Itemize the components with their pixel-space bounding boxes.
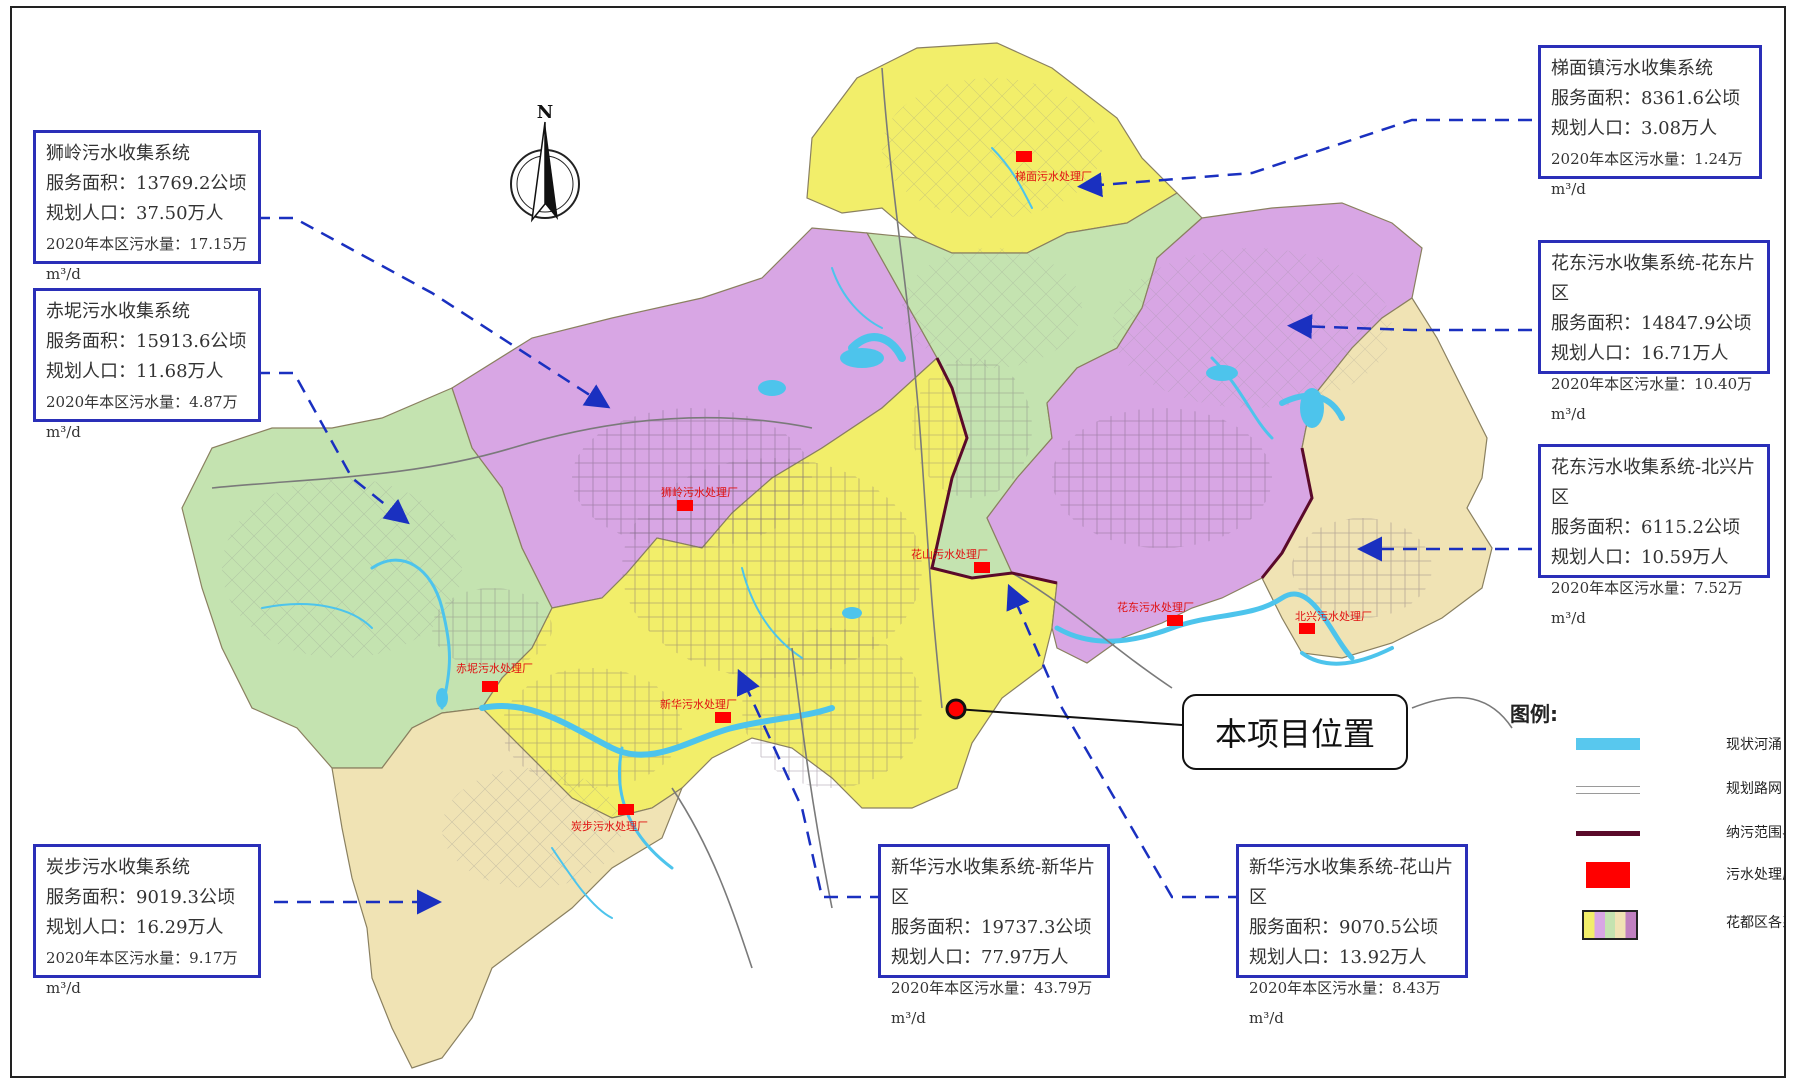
- project-location-callout: 本项目位置: [1182, 694, 1408, 770]
- lakes: [436, 348, 1324, 708]
- plant-marker-xinhua[interactable]: [715, 712, 731, 723]
- system-sewage: 2020年本区污水量：1.24万m³/d: [1551, 150, 1743, 198]
- info-box-tanbu[interactable]: 炭步污水收集系统 服务面积：9019.3公顷 规划人口：16.29万人 2020…: [33, 844, 261, 997]
- compass-north-label: N: [537, 102, 553, 123]
- system-sewage: 2020年本区污水量：10.40万m³/d: [1551, 375, 1753, 423]
- boundary-swatch: [1576, 831, 1640, 836]
- map-frame: N 狮岭污水收集系统 服务面积：13769.2公顷 规划人口：37.50万人 2…: [10, 6, 1786, 1078]
- system-area: 服务面积：9070.5公顷: [1249, 917, 1438, 938]
- system-title: 赤坭污水收集系统: [46, 301, 190, 322]
- info-box-chini[interactable]: 赤坭污水收集系统 服务面积：15913.6公顷 规划人口：11.68万人 202…: [33, 288, 261, 441]
- info-box-huadong[interactable]: 花东污水收集系统-花东片区 服务面积：14847.9公顷 规划人口：16.71万…: [1538, 240, 1770, 423]
- system-title: 新华污水收集系统-花山片区: [1249, 857, 1454, 908]
- catchment-boundary: [930, 357, 1314, 585]
- plant-label-tanbu: 炭步污水处理厂: [571, 820, 648, 833]
- road-swatch: [1576, 786, 1640, 794]
- system-sewage: 2020年本区污水量：4.87万m³/d: [46, 393, 238, 441]
- legend-label: 花都区各系统纳污范围: [1726, 915, 1784, 931]
- plant-marker-chini[interactable]: [482, 681, 498, 692]
- legend-label: 污水处理厂: [1726, 867, 1784, 883]
- info-box-huashan[interactable]: 新华污水收集系统-花山片区 服务面积：9070.5公顷 规划人口：13.92万人…: [1236, 844, 1468, 1027]
- leader-shiling: [256, 216, 611, 409]
- legend-item-catchment: 花都区各系统纳污范围: [1576, 904, 1784, 944]
- info-box-xinhua[interactable]: 新华污水收集系统-新华片区 服务面积：19737.3公顷 规划人口：77.97万…: [878, 844, 1110, 1027]
- plant-label-xinhua: 新华污水处理厂: [660, 698, 737, 711]
- leader-chini: [256, 371, 410, 525]
- system-sewage: 2020年本区污水量：43.79万m³/d: [891, 979, 1093, 1027]
- system-sewage: 2020年本区污水量：17.15万m³/d: [46, 235, 248, 283]
- major-roads: [211, 67, 1513, 969]
- system-population: 规划人口：11.68万人: [46, 361, 224, 382]
- plant-marker-tanbu[interactable]: [618, 804, 634, 815]
- system-area: 服务面积：9019.3公顷: [46, 887, 235, 908]
- project-location[interactable]: [945, 698, 1183, 726]
- info-box-shiling[interactable]: 狮岭污水收集系统 服务面积：13769.2公顷 规划人口：37.50万人 202…: [33, 130, 261, 283]
- system-area: 服务面积：8361.6公顷: [1551, 88, 1740, 109]
- system-area: 服务面积：19737.3公顷: [891, 917, 1092, 938]
- system-area: 服务面积：15913.6公顷: [46, 331, 247, 352]
- plant-label-chini: 赤坭污水处理厂: [456, 662, 533, 675]
- system-title: 炭步污水收集系统: [46, 857, 190, 878]
- system-area: 服务面积：6115.2公顷: [1551, 517, 1740, 538]
- leader-xinhua: [736, 668, 884, 899]
- legend-item-river: 现状河涌: [1576, 726, 1782, 766]
- district-map[interactable]: N: [12, 8, 1786, 1078]
- system-population: 规划人口：10.59万人: [1551, 547, 1729, 568]
- legend-item-boundary: 纳污范围界线: [1576, 814, 1784, 854]
- system-title: 狮岭污水收集系统: [46, 143, 190, 164]
- legend-item-plant: 污水处理厂: [1576, 856, 1784, 896]
- system-sewage: 2020年本区污水量：7.52万m³/d: [1551, 579, 1743, 627]
- system-title: 花东污水收集系统-花东片区: [1551, 253, 1756, 304]
- compass-icon: N: [510, 102, 580, 223]
- plant-marker-shiling[interactable]: [677, 500, 693, 511]
- info-box-timian[interactable]: 梯面镇污水收集系统 服务面积：8361.6公顷 规划人口：3.08万人 2020…: [1538, 45, 1762, 198]
- system-population: 规划人口：37.50万人: [46, 203, 224, 224]
- plant-marker-timian[interactable]: [1016, 151, 1032, 162]
- system-population: 规划人口：13.92万人: [1249, 947, 1427, 968]
- legend-item-road: 规划路网: [1576, 770, 1782, 810]
- plant-marker-huashan[interactable]: [974, 562, 990, 573]
- leader-huashan: [1006, 583, 1242, 899]
- system-title: 花东污水收集系统-北兴片区: [1551, 457, 1756, 508]
- plant-swatch: [1586, 862, 1630, 888]
- legend-label: 规划路网: [1726, 781, 1782, 797]
- leader-huadong: [1287, 314, 1532, 340]
- plant-label-shiling: 狮岭污水处理厂: [661, 486, 738, 499]
- system-title: 梯面镇污水收集系统: [1551, 58, 1713, 79]
- plant-label-huashan: 花山污水处理厂: [911, 548, 988, 561]
- plant-marker-huadong[interactable]: [1167, 615, 1183, 626]
- river-swatch: [1576, 738, 1640, 750]
- plant-label-beixing: 北兴污水处理厂: [1295, 610, 1372, 623]
- system-sewage: 2020年本区污水量：8.43万m³/d: [1249, 979, 1441, 1027]
- legend-label: 现状河涌: [1726, 737, 1782, 753]
- system-population: 规划人口：3.08万人: [1551, 118, 1718, 139]
- legend-title: 图例:: [1510, 702, 1558, 726]
- plant-label-huadong: 花东污水处理厂: [1117, 601, 1194, 614]
- info-box-beixing[interactable]: 花东污水收集系统-北兴片区 服务面积：6115.2公顷 规划人口：10.59万人…: [1538, 444, 1770, 627]
- system-area: 服务面积：13769.2公顷: [46, 173, 247, 194]
- legend-label: 纳污范围界线: [1726, 825, 1784, 841]
- system-population: 规划人口：16.29万人: [46, 917, 224, 938]
- catchment-swatch: [1582, 910, 1638, 940]
- plant-marker-beixing[interactable]: [1299, 623, 1315, 634]
- system-sewage: 2020年本区污水量：9.17万m³/d: [46, 949, 238, 997]
- road-network: [222, 78, 1432, 888]
- legend: 图例: 现状河涌 规划路网 纳污范围界线 污水处理厂 花都区各系统纳污范围: [1506, 698, 1784, 968]
- leader-timian: [1077, 118, 1532, 198]
- system-title: 新华污水收集系统-新华片区: [891, 857, 1096, 908]
- system-area: 服务面积：14847.9公顷: [1551, 313, 1752, 334]
- system-population: 规划人口：16.71万人: [1551, 343, 1729, 364]
- plant-label-timian: 梯面污水处理厂: [1015, 170, 1092, 183]
- system-population: 规划人口：77.97万人: [891, 947, 1069, 968]
